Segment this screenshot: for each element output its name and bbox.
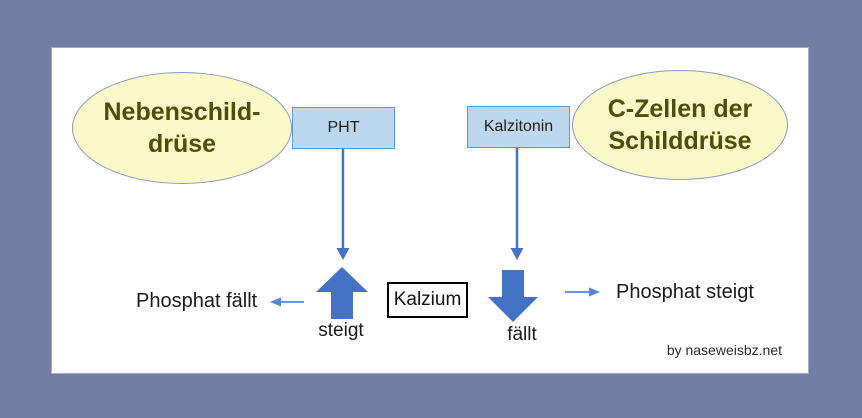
gland-label-line2: drüse [147, 130, 217, 158]
steigt-label: steigt [318, 320, 364, 341]
phosphat-steigt-label: Phosphat steigt [616, 281, 754, 303]
faellt-label: fällt [507, 324, 537, 345]
phosphat-faellt-label: Phosphat fällt [136, 290, 258, 312]
gland-label-line1: Nebenschild- [103, 97, 261, 126]
arrows-layer [270, 148, 600, 322]
pht-box: PHT [292, 107, 395, 149]
calcium-falls-block-arrow-icon [488, 270, 538, 322]
pht-down-arrow-icon [336, 149, 350, 260]
pht-box-label: PHT [327, 119, 360, 136]
phosphate-falls-arrow-icon [270, 297, 304, 307]
c-zellen-ellipse: C-Zellen der Schilddrüse [572, 70, 788, 180]
kalzitonin-box: Kalzitonin [467, 106, 570, 148]
gland-label-line1: C-Zellen der [607, 94, 753, 123]
nebenschilddruese-ellipse: Nebenschild- drüse [72, 72, 292, 184]
diagram-panel: Nebenschild- drüse C-Zellen der Schilddr… [52, 48, 808, 373]
calcium-rises-block-arrow-icon [316, 267, 368, 319]
kalzitonin-box-label: Kalzitonin [483, 118, 554, 135]
credit-text: by naseweisbz.net [666, 342, 782, 358]
phosphate-rises-arrow-icon [565, 287, 600, 297]
c-zellen-label: C-Zellen der Schilddrüse [608, 93, 752, 158]
kalzium-box-label: Kalzium [393, 289, 462, 310]
kalzium-box: Kalzium [387, 282, 468, 318]
nebenschilddruese-label: Nebenschild- drüse [104, 96, 261, 161]
kalzitonin-down-arrow-icon [510, 148, 524, 260]
gland-label-line2: Schilddrüse [608, 127, 752, 155]
